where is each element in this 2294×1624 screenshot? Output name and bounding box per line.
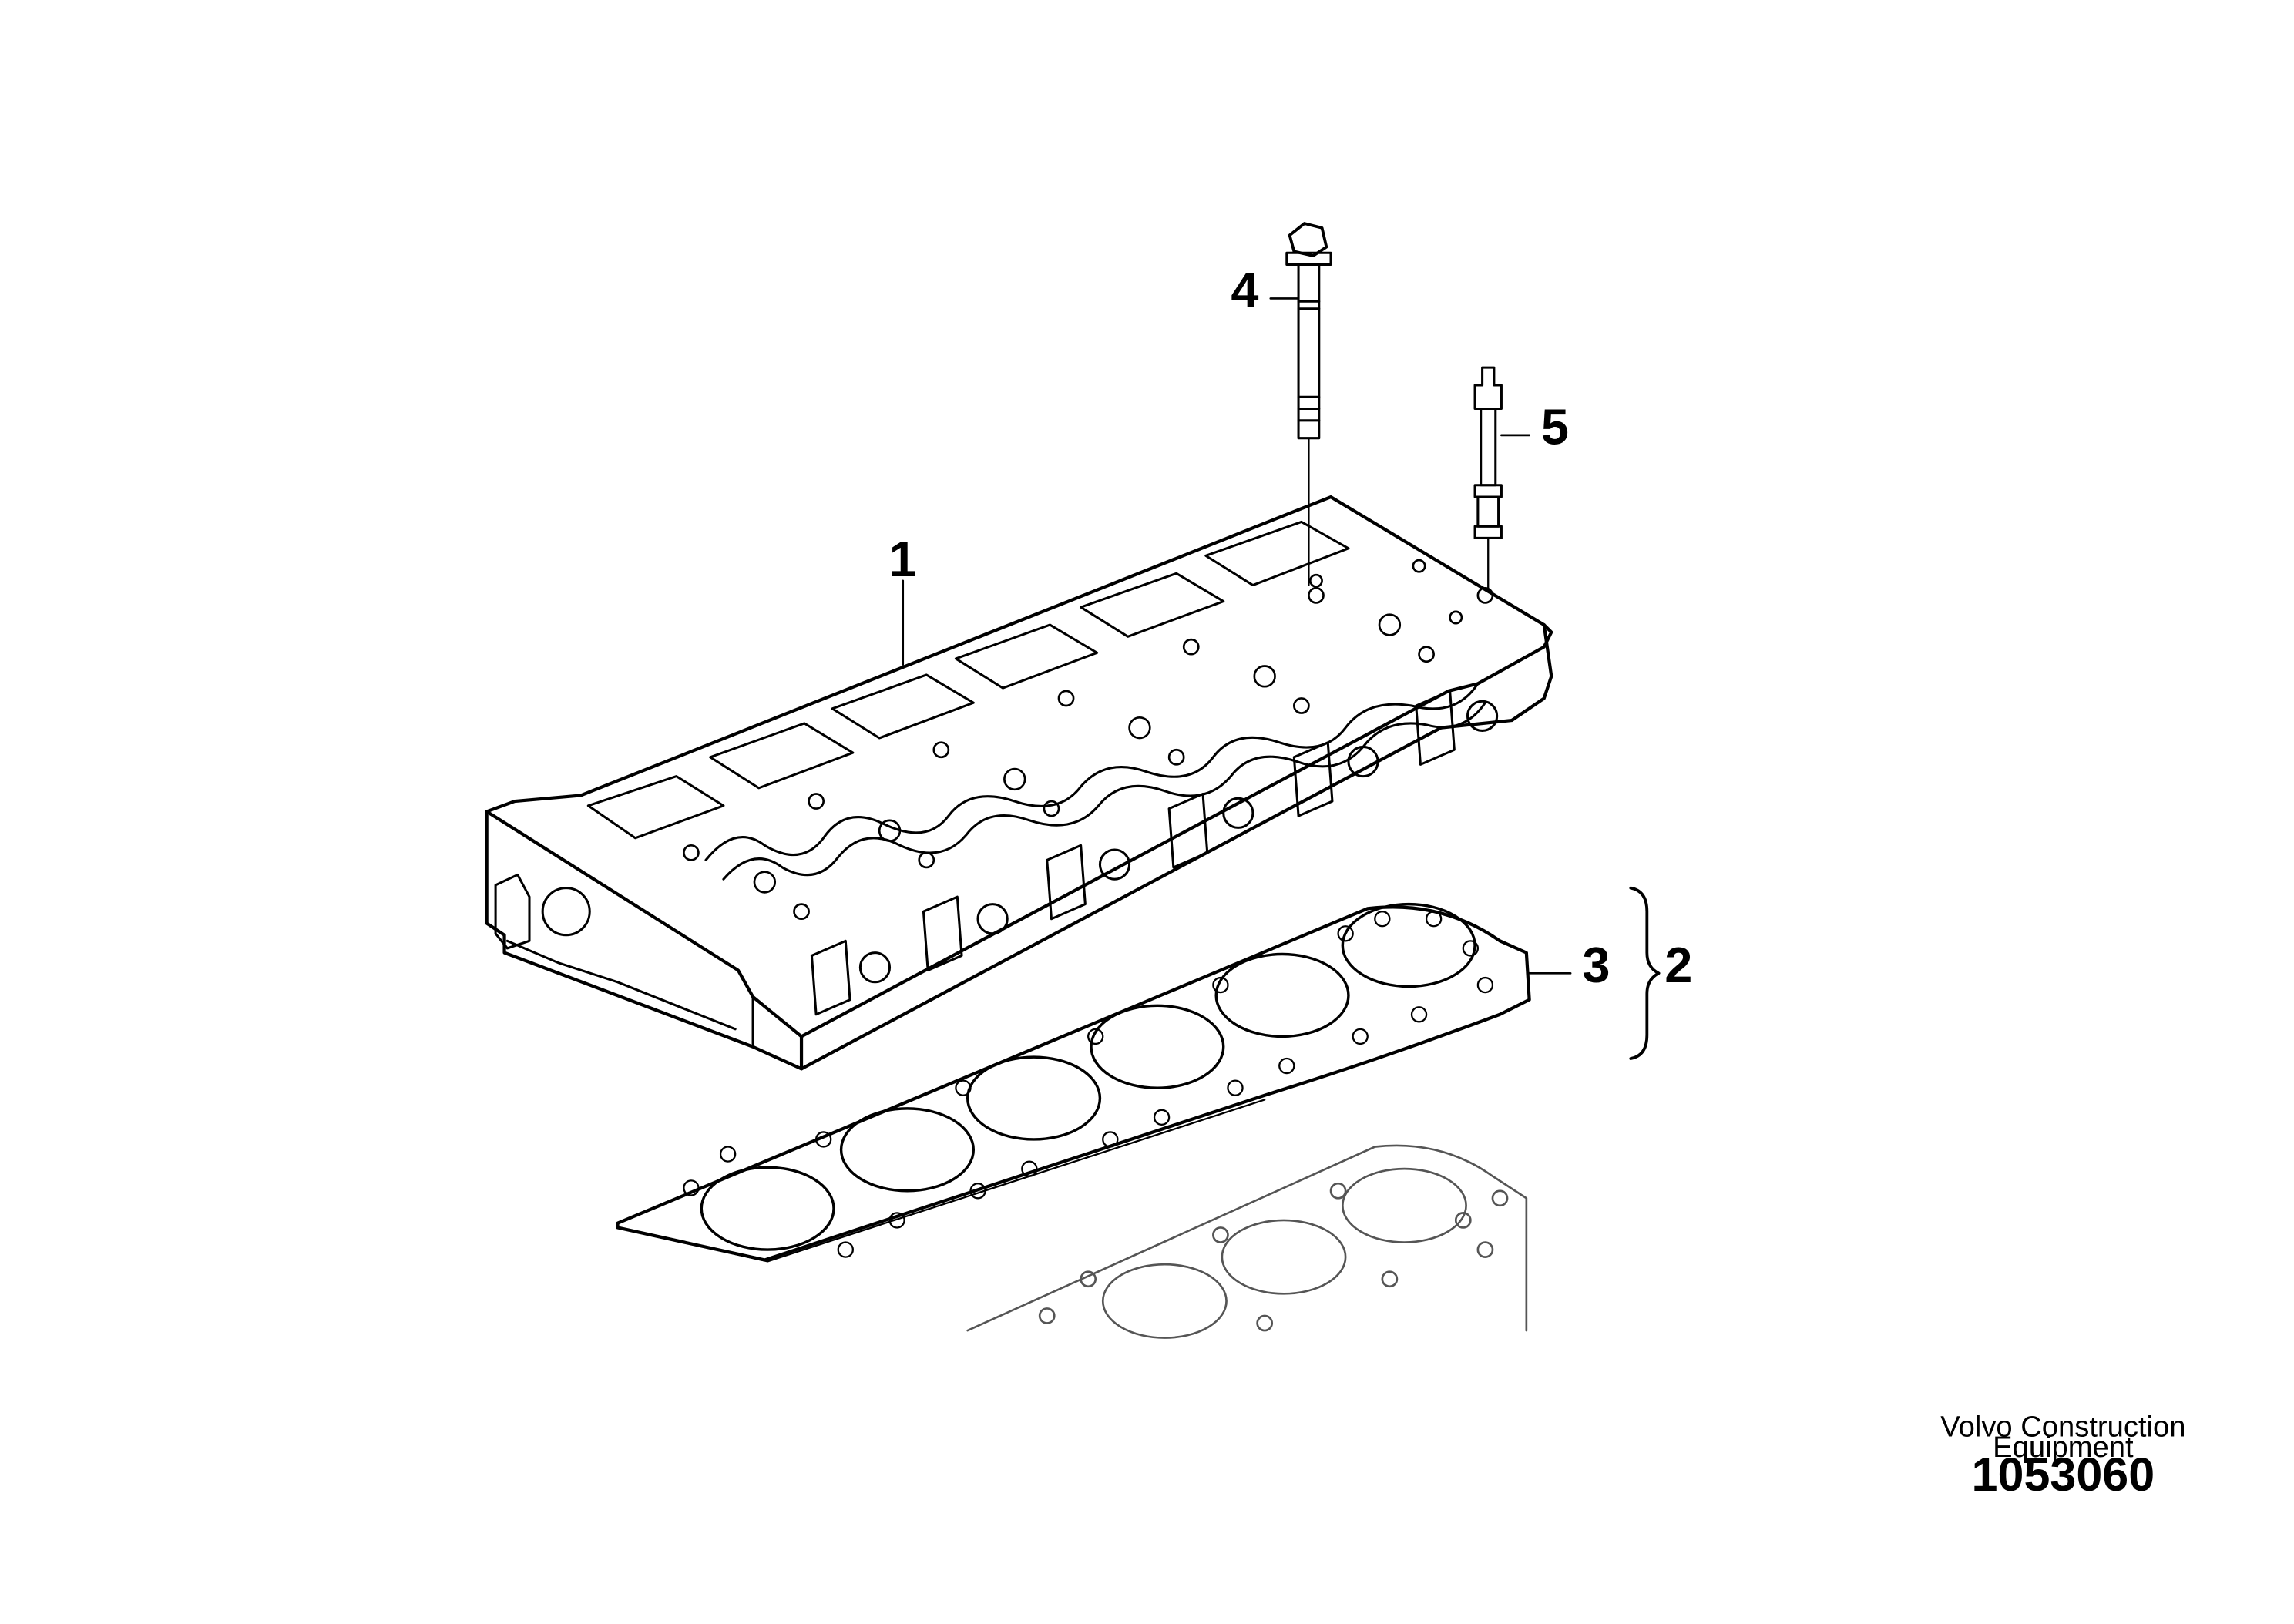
callout-head-gasket: 3 [1582,937,1610,993]
callout-gasket-kit: 2 [1664,937,1692,993]
brand-line-2: Equipment [1993,1431,2134,1464]
document-number: 1053060 [1972,1448,2155,1501]
callout-head-bolt: 4 [1231,262,1258,318]
gasket-holes [683,911,1494,1258]
leader-lines [902,297,1572,975]
brand-line-1: Volvo Construction [1940,1410,2185,1443]
top-bolt-holes [683,559,1494,921]
engine-block-outline [966,1144,1528,1339]
intake-ports [810,690,1499,1016]
cylinder-head [485,495,1553,1071]
stud [1473,366,1503,589]
head-bolt [1285,222,1332,586]
footer-block: Volvo Construction Equipment 1053060 [1940,1410,2185,1501]
kit-brace [1629,886,1661,1060]
rocker-windows [586,520,1350,840]
head-gasket [616,902,1531,1263]
gasket-bores [700,902,1476,1251]
callout-labels: 1 4 5 3 2 [889,262,1693,993]
callout-cylinder-head: 1 [889,531,917,587]
callout-stud: 5 [1541,398,1569,455]
end-bore [541,887,591,937]
